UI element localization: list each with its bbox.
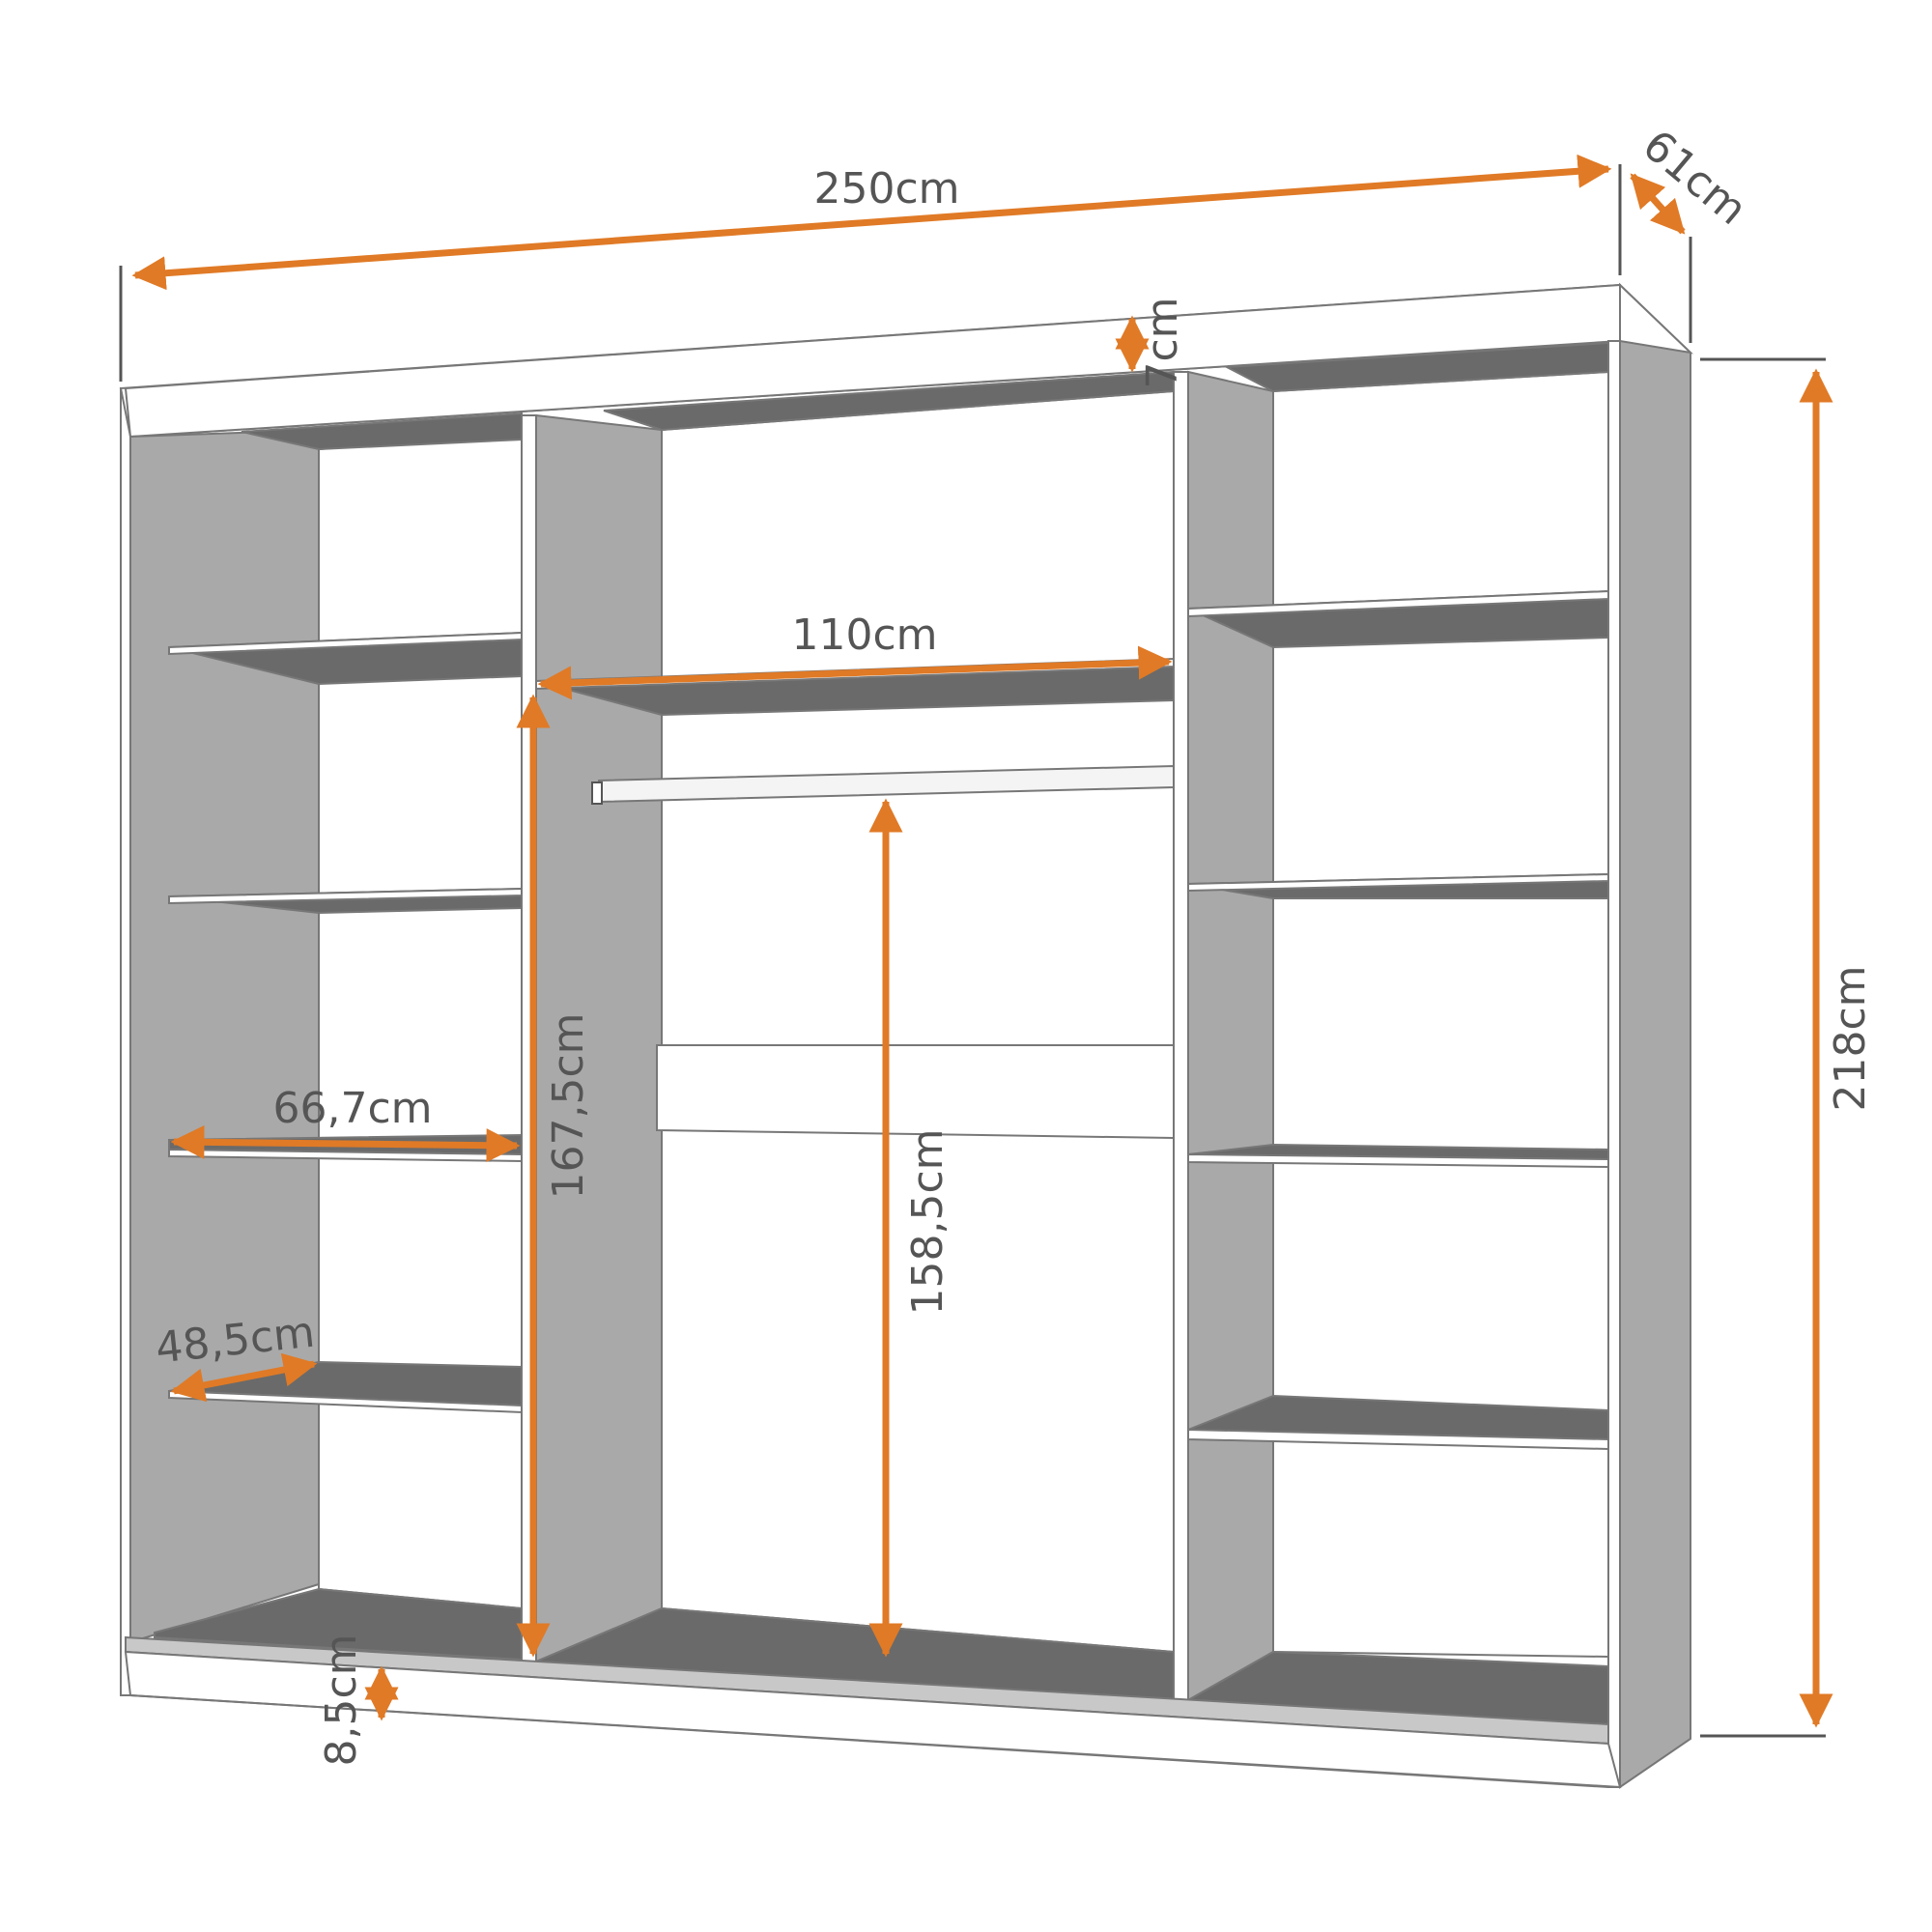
height-label: 218cm (1826, 965, 1875, 1111)
right-side-panel (1619, 282, 1691, 1789)
right-shelf-2-edge (1187, 872, 1609, 893)
depth-arrow (1630, 173, 1686, 235)
right-compartment-wall (1187, 370, 1274, 1702)
rail-bracket (591, 781, 603, 805)
middle-shelf-arrow (537, 645, 1173, 700)
left-side-edge (120, 387, 131, 1696)
right-shelf-3-edge (1187, 1152, 1609, 1169)
side-shelf-label: 66,7cm (272, 1084, 432, 1133)
right-inner-edge (1607, 340, 1621, 1788)
right-divider (1173, 371, 1189, 1701)
top-shadow-middle (603, 370, 1175, 432)
left-compartment-inner (318, 433, 523, 1610)
width-arrow (131, 154, 1612, 291)
depth-label: 61cm (1634, 121, 1756, 235)
shelf-depth-arrow (170, 1352, 318, 1403)
middle-band (656, 1044, 1175, 1140)
right-shelf-1-edge (1187, 589, 1609, 618)
top-shadow-left (241, 412, 523, 451)
middle-back (661, 389, 1175, 1654)
plinth-label: 8,5cm (317, 1634, 366, 1766)
plinth (124, 1650, 1622, 1789)
hanging-label: 158,5cm (903, 1128, 952, 1315)
middle-shelf-label: 110cm (791, 611, 937, 660)
top-panel-label: 7cm (1138, 297, 1187, 388)
left-compartment-back (129, 428, 320, 1644)
left-shelf-1-edge (168, 631, 523, 656)
right-compartment-back (1272, 370, 1609, 1659)
left-section-label: 167,5cm (544, 1012, 593, 1199)
side-shelf-arrow (170, 1124, 521, 1163)
width-label: 250cm (813, 164, 959, 213)
top-shadow-right (1223, 341, 1609, 393)
right-shelf-4-edge (1187, 1428, 1609, 1451)
